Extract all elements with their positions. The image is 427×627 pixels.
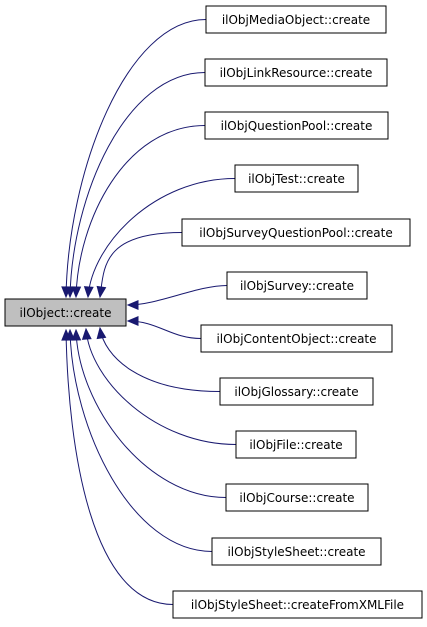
caller-node[interactable]: ilObjSurvey::create <box>226 271 368 300</box>
arrowhead-icon <box>126 316 139 326</box>
caller-node[interactable]: ilObjTest::create <box>234 164 359 193</box>
caller-node-label: ilObjStyleSheet::createFromXMLFile <box>191 598 404 612</box>
caller-node[interactable]: ilObjCourse::create <box>225 483 369 512</box>
caller-node-box <box>225 483 369 512</box>
caller-node-label: ilObjStyleSheet::create <box>227 545 365 559</box>
arrowhead-icon <box>61 328 72 341</box>
arrowhead-icon <box>83 286 94 299</box>
call-edge <box>127 320 202 339</box>
caller-node[interactable]: ilObjLinkResource::create <box>204 58 388 87</box>
caller-node-box <box>205 5 387 34</box>
caller-node[interactable]: ilObjStyleSheet::createFromXMLFile <box>172 590 423 619</box>
caller-node-label: ilObjMediaObject::create <box>222 13 370 27</box>
call-edge <box>69 329 213 552</box>
caller-node[interactable]: ilObjMediaObject::create <box>205 5 387 34</box>
caller-node-label: ilObjTest::create <box>248 172 345 186</box>
caller-node-box <box>181 218 411 247</box>
caller-node-box <box>219 377 374 406</box>
caller-node-label: ilObjSurvey::create <box>240 279 354 293</box>
arrowhead-icon <box>126 300 139 310</box>
caller-node[interactable]: ilObjContentObject::create <box>200 324 393 353</box>
call-edge <box>99 232 183 298</box>
call-nodes: ilObject::create ilObjMediaObject::create… <box>4 5 423 619</box>
call-edge <box>69 72 206 298</box>
caller-node-label: ilObjContentObject::create <box>216 332 376 346</box>
call-edge <box>75 125 206 298</box>
caller-node-box <box>234 164 359 193</box>
call-edges <box>61 19 237 605</box>
caller-node-box <box>204 58 388 87</box>
call-edge <box>75 329 227 498</box>
caller-node[interactable]: ilObjQuestionPool::create <box>204 111 389 140</box>
caller-node-box <box>226 271 368 300</box>
root-node-label: ilObject::create <box>20 306 112 320</box>
caller-node[interactable]: ilObjGlossary::create <box>219 377 374 406</box>
call-edge <box>127 285 228 306</box>
caller-node-box <box>200 324 393 353</box>
caller-node[interactable]: ilObjSurveyQuestionPool::create <box>181 218 411 247</box>
caller-node-label: ilObjSurveyQuestionPool::create <box>199 226 392 240</box>
call-edge <box>65 19 207 298</box>
caller-node-box <box>211 537 382 566</box>
caller-node-label: ilObjLinkResource::create <box>220 66 373 80</box>
caller-node-label: ilObjCourse::create <box>239 491 354 505</box>
call-edge <box>87 178 236 298</box>
arrowhead-icon <box>81 327 92 340</box>
caller-node-box <box>235 430 357 459</box>
arrowhead-icon <box>96 326 107 340</box>
root-node[interactable]: ilObject::create <box>4 298 127 327</box>
caller-node[interactable]: ilObjStyleSheet::create <box>211 537 382 566</box>
caller-node[interactable]: ilObjFile::create <box>235 430 357 459</box>
call-edge <box>85 328 237 445</box>
arrowhead-icon <box>96 285 107 299</box>
arrowhead-icon <box>71 328 82 341</box>
arrowhead-icon <box>71 286 82 299</box>
root-node-box <box>4 298 127 327</box>
caller-node-label: ilObjQuestionPool::create <box>221 119 373 133</box>
caller-node-label: ilObjFile::create <box>249 438 342 452</box>
caller-node-box <box>204 111 389 140</box>
arrowhead-icon <box>65 286 76 299</box>
caller-node-box <box>172 590 423 619</box>
call-edge <box>65 329 174 605</box>
caller-node-label: ilObjGlossary::create <box>234 385 358 399</box>
